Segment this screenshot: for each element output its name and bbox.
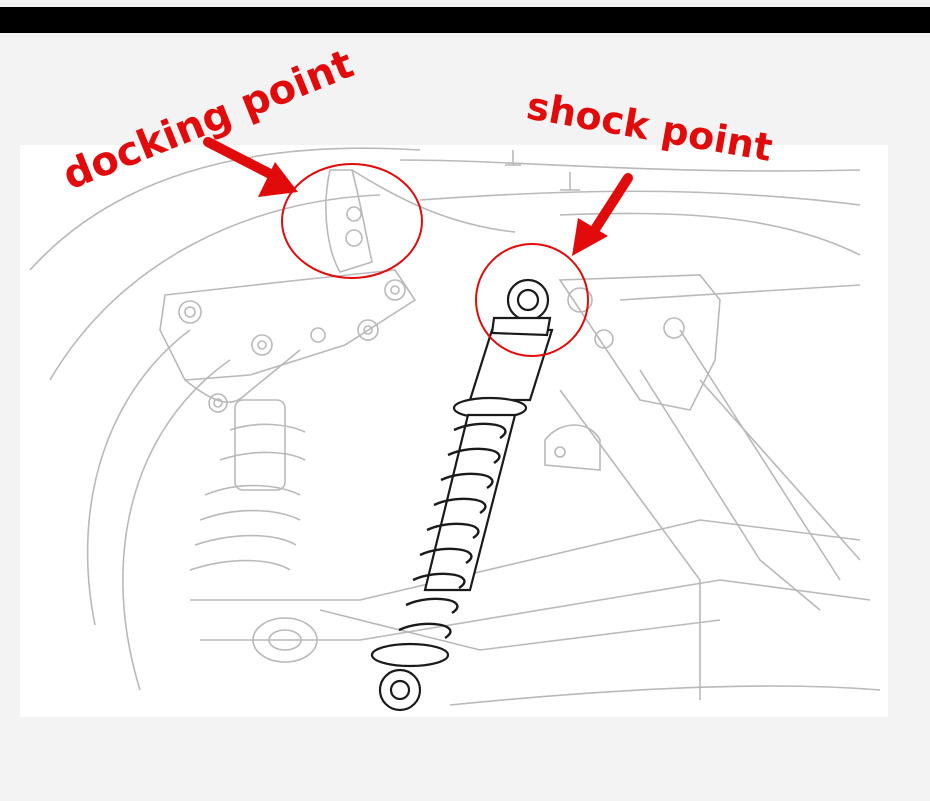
illustration-panel bbox=[20, 145, 888, 717]
shock-point-label: shock point bbox=[523, 84, 775, 170]
top-bar bbox=[0, 7, 930, 33]
docking-point-arrow bbox=[203, 137, 298, 197]
shock-point-circle bbox=[475, 243, 589, 357]
docking-point-label: docking point bbox=[57, 41, 360, 199]
frame-sketch bbox=[29, 147, 881, 706]
shock-point-arrow bbox=[572, 173, 633, 256]
docking-point-circle bbox=[281, 163, 423, 279]
shock-absorber bbox=[370, 278, 554, 712]
